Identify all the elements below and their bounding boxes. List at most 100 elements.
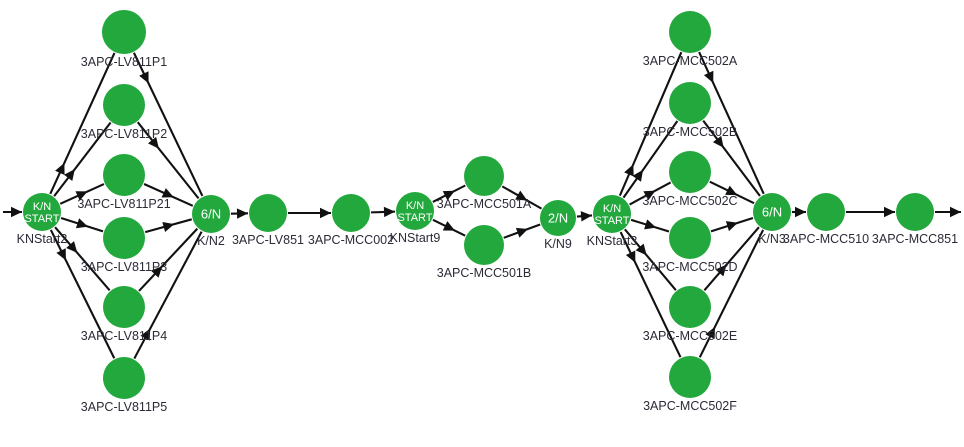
edge-knstart2-to-lv811p21 — [59, 183, 105, 205]
node-circle-mcc502b[interactable] — [669, 82, 711, 124]
node-mcc502c[interactable]: 3APC-MCC502C — [642, 151, 738, 208]
node-caption-knstart2: KNStart2 — [17, 232, 68, 246]
node-circle-lv811p3[interactable] — [103, 217, 145, 259]
node-inner-label: 2/N — [548, 210, 568, 225]
node-inner-label: START — [397, 212, 432, 224]
node-lv811p5[interactable]: 3APC-LV811P5 — [81, 357, 167, 414]
node-caption-lv811p4: 3APC-LV811P4 — [81, 329, 167, 343]
node-lv811p21[interactable]: 3APC-LV811P21 — [77, 154, 171, 211]
node-lv811p4[interactable]: 3APC-LV811P4 — [81, 286, 167, 343]
node-circle-mcc502a[interactable] — [669, 11, 711, 53]
node-lv811p2[interactable]: 3APC-LV811P2 — [81, 84, 167, 141]
edge-knstart2-to-lv811p2 — [53, 121, 112, 197]
node-circle-mcc510[interactable] — [807, 193, 845, 231]
edge-lv811p4-to-kn2 — [138, 227, 199, 292]
node-circle-lv811p21[interactable] — [103, 154, 145, 196]
node-mcc502a[interactable]: 3APC-MCC502A — [643, 11, 738, 68]
node-mcc510[interactable]: 3APC-MCC510 — [783, 193, 869, 246]
node-circle-mcc502d[interactable] — [669, 217, 711, 259]
node-circle-mcc502c[interactable] — [669, 151, 711, 193]
node-circle-kn9[interactable] — [540, 200, 576, 236]
edge-arrow-icon — [515, 190, 528, 201]
edge-arrow-icon — [625, 250, 636, 263]
node-caption-mcc510: 3APC-MCC510 — [783, 232, 869, 246]
edge-mcc002-to-knstart9 — [370, 206, 396, 218]
node-mcc502e[interactable]: 3APC-MCC502E — [643, 286, 737, 343]
node-circle-lv851[interactable] — [249, 194, 287, 232]
node-mcc502b[interactable]: 3APC-MCC502B — [643, 82, 737, 139]
node-lv851[interactable]: 3APC-LV851 — [232, 194, 304, 247]
node-kn9[interactable]: 2/NK/N9 — [540, 200, 576, 251]
node-layer: K/NSTARTKNStart23APC-LV811P13APC-LV811P2… — [17, 10, 958, 414]
node-caption-knstart9: KNStart9 — [390, 231, 441, 245]
edge-arrow-icon — [442, 221, 455, 231]
edge-arrow-icon — [161, 188, 174, 198]
edge-arrow-icon — [635, 243, 647, 256]
edge-arrow-icon — [236, 208, 249, 219]
node-mcc851[interactable]: 3APC-MCC851 — [872, 193, 958, 246]
edge-mcc501b-to-kn9 — [503, 223, 541, 239]
node-caption-lv811p21: 3APC-LV811P21 — [77, 197, 170, 211]
edge-arrow-icon — [643, 190, 656, 201]
edge-arrow-icon — [725, 185, 738, 196]
edge-arrow-icon — [150, 266, 163, 278]
edge-arrow-icon — [64, 169, 75, 182]
node-circle-mcc851[interactable] — [896, 193, 934, 231]
node-mcc502d[interactable]: 3APC-MCC502D — [642, 217, 738, 274]
node-circle-lv811p5[interactable] — [103, 357, 145, 399]
edge-knstart9-to-mcc501b — [432, 218, 466, 237]
node-circle-mcc002[interactable] — [332, 194, 370, 232]
edge-arrow-icon — [11, 206, 22, 218]
edge-arrow-icon — [715, 264, 727, 277]
edge-line — [624, 228, 677, 291]
edge-mcc502b-to-kn3 — [702, 119, 761, 197]
node-inner-label: K/N — [406, 200, 424, 212]
node-mcc501b[interactable]: 3APC-MCC501B — [437, 225, 531, 280]
node-caption-mcc502d: 3APC-MCC502D — [642, 260, 737, 274]
node-circle-knstart3[interactable] — [593, 195, 631, 233]
node-caption-lv851: 3APC-LV851 — [232, 233, 304, 247]
node-caption-mcc002: 3APC-MCC002 — [308, 233, 394, 247]
node-circle-mcc501a[interactable] — [464, 156, 504, 196]
edge-arrow-icon — [139, 71, 149, 84]
node-mcc501a[interactable]: 3APC-MCC501A — [437, 156, 532, 211]
node-mcc502f[interactable]: 3APC-MCC502F — [643, 356, 737, 413]
edge-knstart3-to-mcc502d — [630, 218, 670, 233]
edge-arrow-icon — [795, 206, 806, 218]
edge-arrow-icon — [632, 169, 644, 182]
edge-mcc502a-to-kn3 — [698, 51, 765, 195]
node-lv811p3[interactable]: 3APC-LV811P3 — [81, 217, 167, 274]
edge-lv811p21-to-kn2 — [143, 183, 194, 207]
edge-lv811p3-to-kn2 — [144, 218, 192, 234]
edge-arrow-icon — [140, 328, 151, 341]
node-caption-mcc501b: 3APC-MCC501B — [437, 266, 531, 280]
edge-lv851-to-mcc002 — [288, 207, 331, 219]
node-circle-kn2[interactable] — [192, 195, 230, 233]
node-circle-mcc502e[interactable] — [669, 286, 711, 328]
node-caption-mcc502a: 3APC-MCC502A — [643, 54, 738, 68]
node-circle-lv811p4[interactable] — [103, 286, 145, 328]
edge-arrow-icon — [148, 136, 159, 149]
node-circle-lv811p2[interactable] — [103, 84, 145, 126]
edge-mcc501a-to-kn9 — [501, 185, 542, 210]
node-inner-label: K/N — [33, 201, 51, 213]
edge-knstart9-to-mcc501a — [432, 184, 466, 203]
node-circle-kn3[interactable] — [753, 193, 791, 231]
node-circle-mcc502f[interactable] — [669, 356, 711, 398]
edge-knstart3-to-mcc502c — [629, 181, 672, 206]
node-circle-lv811p1[interactable] — [102, 10, 146, 54]
node-mcc002[interactable]: 3APC-MCC002 — [308, 194, 394, 247]
node-kn3[interactable]: 6/NK/N3 — [753, 193, 791, 246]
edge-arrow-icon — [55, 162, 65, 176]
node-caption-mcc502b: 3APC-MCC502B — [643, 125, 737, 139]
node-circle-knstart2[interactable] — [23, 193, 61, 231]
node-circle-mcc501b[interactable] — [464, 225, 504, 265]
node-kn2[interactable]: 6/NK/N2 — [192, 195, 230, 248]
node-circle-knstart9[interactable] — [396, 192, 434, 230]
edge-kn3-to-mcc510 — [792, 206, 806, 218]
node-lv811p1[interactable]: 3APC-LV811P1 — [81, 10, 167, 69]
